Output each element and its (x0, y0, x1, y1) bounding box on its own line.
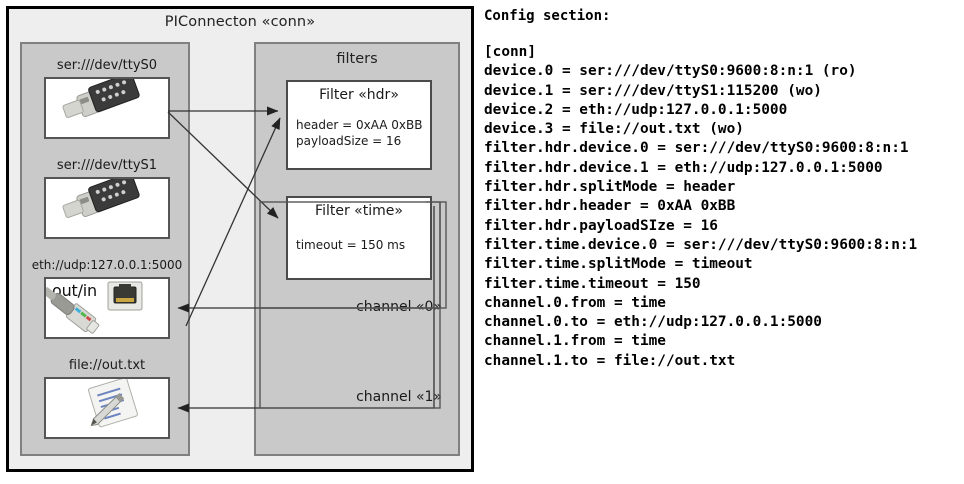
filter-box-time[interactable]: Filter «time» timeout = 150 ms (286, 196, 432, 280)
config-line: channel.1.to = file://out.txt (484, 352, 736, 369)
channel-0-label: channel «0» (356, 299, 442, 315)
config-line: filter.time.timeout = 150 (484, 275, 701, 292)
config-line: device.3 = file://out.txt (wo) (484, 121, 744, 138)
config-line: filter.hdr.device.0 = ser:///dev/ttyS0:9… (484, 140, 909, 157)
filters-group-title: filters (336, 51, 378, 67)
device-label-eth-udp: eth://udp:127.0.0.1:5000 (31, 258, 183, 272)
config-line: channel.0.to = eth://udp:127.0.0.1:5000 (484, 314, 822, 331)
config-text-block: [conn] device.0 = ser:///dev/ttyS0:9600:8… (484, 43, 917, 371)
filter-hdr-prop-payloadsize: payloadSize = 16 (296, 134, 402, 148)
filter-time-title: Filter «time» (315, 203, 403, 219)
device-box-ser-ttys0[interactable]: in (44, 72, 170, 139)
config-line: filter.hdr.splitMode = header (484, 179, 736, 196)
config-line: [conn] (484, 44, 536, 60)
filters-group: filters Filter «hdr» header = 0xAA 0xBB … (254, 42, 460, 456)
config-heading: Config section: (484, 8, 611, 24)
channel-1-label: channel «1» (356, 389, 442, 405)
device-box-ser-ttys1[interactable]: out (44, 172, 170, 239)
config-line: filter.hdr.header = 0xAA 0xBB (484, 198, 736, 215)
diagram-panel: PIConnecton «conn» ser:///dev/ttyS0 in (6, 6, 474, 472)
serial-port-icon (46, 172, 168, 237)
devices-group: ser:///dev/ttyS0 in (20, 42, 190, 456)
page-title: PIConnecton «conn» (164, 14, 316, 30)
device-label-file-out: file://out.txt (68, 358, 146, 373)
config-line: device.1 = ser:///dev/ttyS1:115200 (wo) (484, 82, 822, 99)
filter-hdr-title: Filter «hdr» (319, 87, 399, 103)
config-line: channel.1.from = time (484, 333, 666, 350)
device-io-eth-udp: out/in (52, 281, 97, 300)
config-line: channel.0.from = time (484, 294, 666, 311)
config-line: filter.time.device.0 = ser:///dev/ttyS0:… (484, 236, 918, 253)
config-line: filter.time.splitMode = timeout (484, 256, 753, 273)
config-line: device.2 = eth://udp:127.0.0.1:5000 (484, 101, 788, 118)
device-box-eth-udp[interactable]: out/in (42, 277, 170, 339)
text-file-icon (46, 377, 168, 437)
config-line: filter.hdr.device.1 = eth://udp:127.0.0.… (484, 159, 883, 176)
serial-port-icon (46, 72, 168, 137)
device-label-ser-ttys0: ser:///dev/ttyS0 (56, 58, 158, 73)
filter-hdr-prop-header: header = 0xAA 0xBB (296, 118, 423, 132)
device-label-ser-ttys1: ser:///dev/ttyS1 (56, 158, 158, 173)
config-line: device.0 = ser:///dev/ttyS0:9600:8:n:1 (… (484, 63, 857, 80)
config-panel: Config section: [conn] device.0 = ser:///… (484, 0, 962, 484)
ethernet-port-icon (42, 279, 168, 337)
filter-box-hdr[interactable]: Filter «hdr» header = 0xAA 0xBB payloadS… (286, 80, 432, 170)
device-box-file-out[interactable]: out (44, 377, 170, 439)
filter-time-prop-timeout: timeout = 150 ms (296, 238, 406, 252)
config-line: filter.hdr.payloadSIze = 16 (484, 217, 718, 234)
